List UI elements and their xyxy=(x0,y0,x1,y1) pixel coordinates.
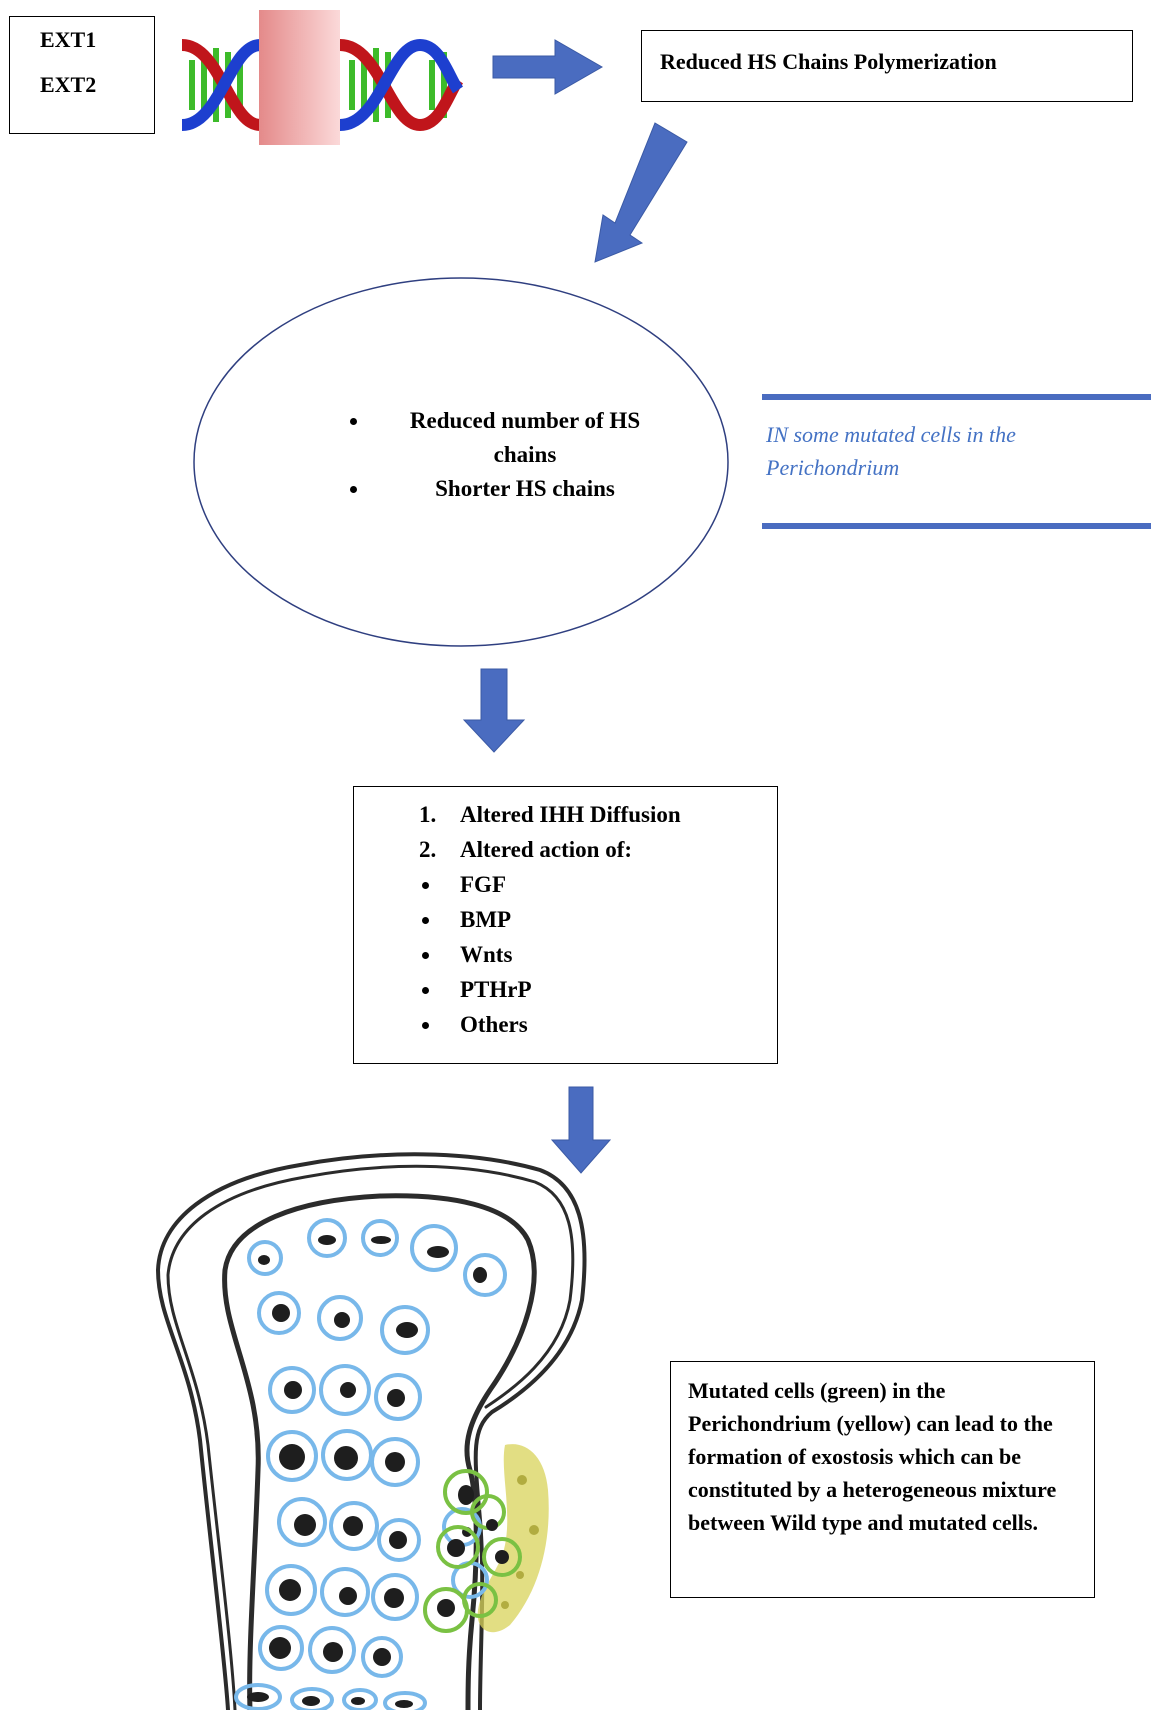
perichondrium-dots xyxy=(501,1475,539,1609)
perichondrium-highlight xyxy=(477,1444,549,1633)
signaling-bullet-item: Wnts xyxy=(442,937,777,972)
arrow-down-1 xyxy=(462,668,526,753)
gene-ext1: EXT1 xyxy=(40,27,97,52)
outcome-box: Mutated cells (green) in the Perichondri… xyxy=(670,1361,1095,1598)
arrow-right xyxy=(492,39,604,95)
hs-effect-item: Shorter HS chains xyxy=(370,472,670,506)
arrow-diagonal xyxy=(594,122,688,263)
gene-box: EXT1 EXT2 xyxy=(9,16,155,134)
hs-effects-text: Reduced number of HS chains Shorter HS c… xyxy=(330,404,670,506)
gene-ext2: EXT2 xyxy=(40,72,97,97)
signaling-bullet-item: BMP xyxy=(442,902,777,937)
signaling-bullet-item: Others xyxy=(442,1007,777,1042)
signaling-numbered-item: Altered action of: xyxy=(442,832,777,867)
dna-helix-icon xyxy=(181,10,464,145)
signaling-numbered-list: Altered IHH Diffusion Altered action of: xyxy=(354,797,777,867)
signaling-numbered-item: Altered IHH Diffusion xyxy=(442,797,777,832)
mutated-cells xyxy=(423,1469,522,1633)
polymerization-box: Reduced HS Chains Polymerization xyxy=(641,30,1133,102)
hs-effect-item: Reduced number of HS chains xyxy=(370,404,670,472)
signaling-bullet-list: FGF BMP Wnts PTHrP Others xyxy=(354,867,777,1042)
hs-effects-list: Reduced number of HS chains Shorter HS c… xyxy=(330,404,670,506)
wildtype-cells xyxy=(234,1218,507,1710)
signaling-bullet-item: FGF xyxy=(442,867,777,902)
signaling-box: Altered IHH Diffusion Altered action of:… xyxy=(353,786,778,1064)
polymerization-label: Reduced HS Chains Polymerization xyxy=(660,49,997,74)
hs-chains-ellipse xyxy=(193,277,729,647)
signaling-bullet-item: PTHrP xyxy=(442,972,777,1007)
arrow-down-2 xyxy=(550,1086,612,1174)
outcome-text: Mutated cells (green) in the Perichondri… xyxy=(688,1378,1057,1535)
bone-sketch xyxy=(155,1152,587,1710)
perichondrium-note: IN some mutated cells in the Perichondri… xyxy=(766,422,1016,480)
